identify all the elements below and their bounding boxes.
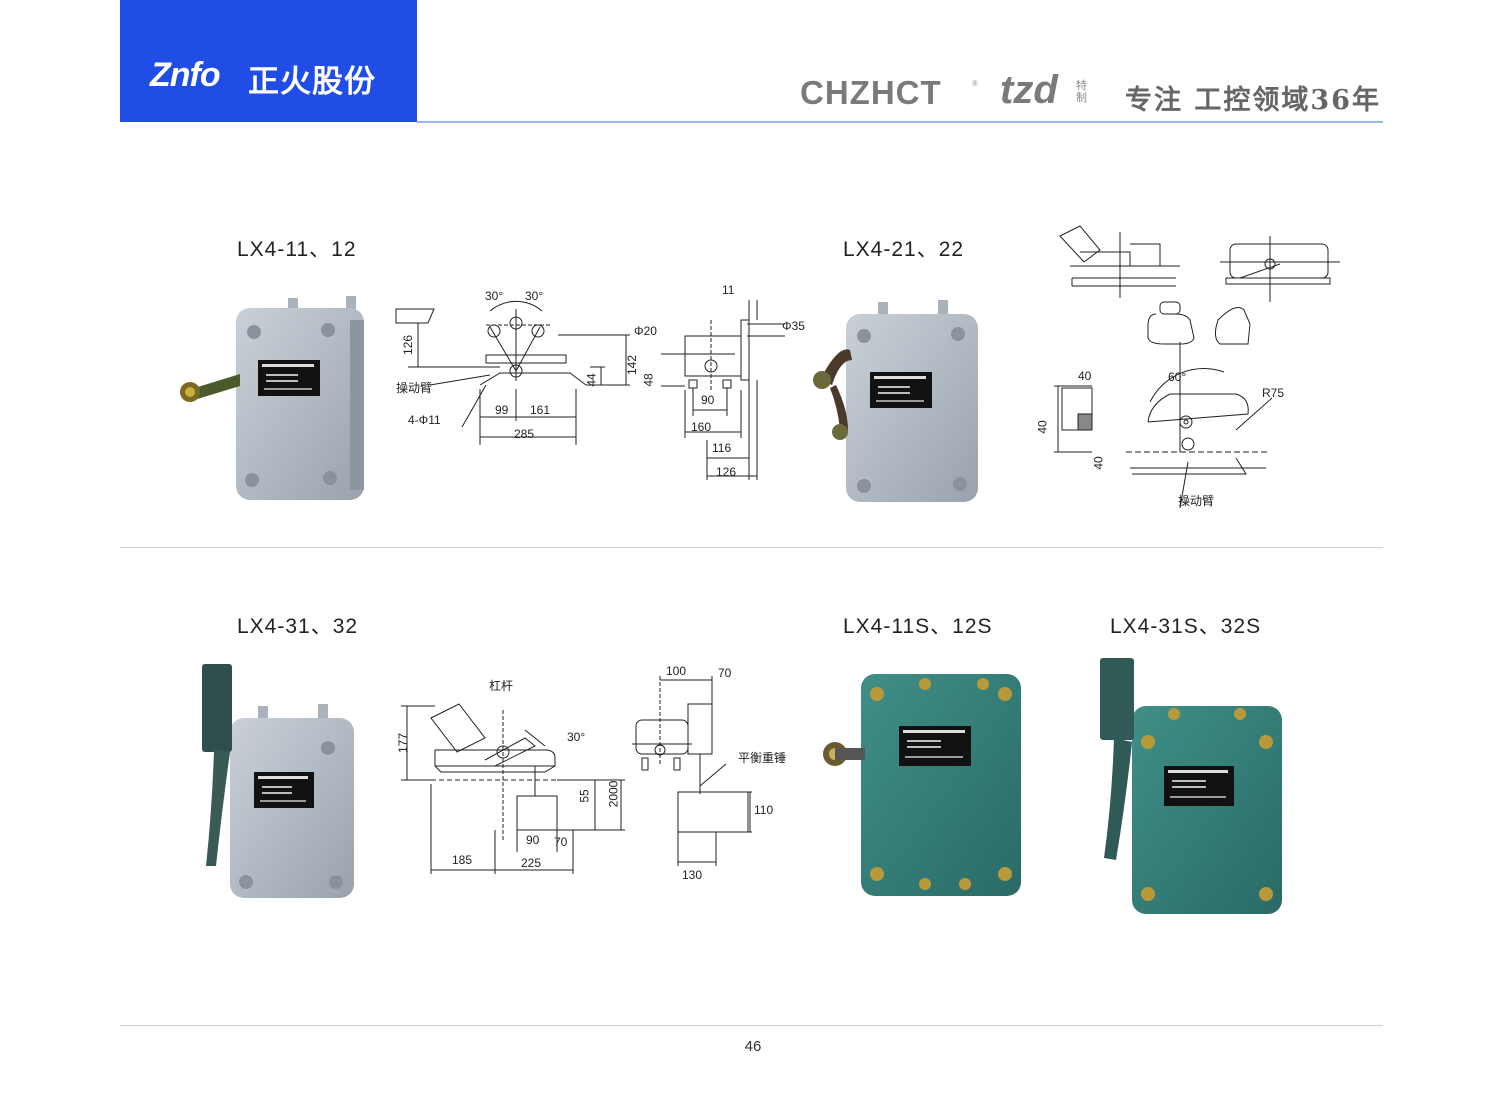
dimension-drawing-lx4-21	[1054, 225, 1340, 509]
dim-label: 30°	[567, 730, 586, 744]
dimension-drawing-lx4-11-side	[661, 300, 785, 480]
dim-label: 44	[584, 373, 599, 387]
dim-label: 4-Φ11	[408, 413, 441, 427]
model-title: LX4-21、22	[843, 238, 965, 261]
dimension-drawing-lx4-31-front	[401, 703, 625, 874]
header-divider	[417, 121, 1383, 123]
brand-banner	[120, 0, 417, 122]
dim-label: 30°	[485, 289, 504, 303]
lever-label: 杠杆	[489, 679, 514, 693]
dim-label: 40	[1078, 369, 1092, 383]
product-photo-lx4-11	[180, 296, 364, 500]
dim-label: 126	[716, 465, 737, 479]
trademark-mark: ®	[972, 79, 978, 88]
dim-label: 2000	[606, 780, 621, 808]
dim-label: 48	[641, 373, 656, 387]
dim-label: 99	[495, 403, 509, 417]
company-logo: CHZHCT	[800, 74, 942, 111]
dim-label: 30°	[525, 289, 544, 303]
dim-label: 285	[514, 427, 535, 441]
dim-label: Φ20	[634, 324, 657, 338]
dim-label: 90	[701, 393, 715, 407]
dim-label: 130	[682, 868, 703, 882]
dim-label: 126	[401, 334, 416, 356]
model-title: LX4-11、12	[237, 238, 357, 261]
dim-label: 40	[1091, 456, 1106, 470]
dim-label: 40	[1035, 420, 1050, 434]
dim-label: 185	[452, 853, 473, 867]
dim-label: 11	[722, 283, 735, 297]
dim-label: 90	[526, 833, 540, 847]
dim-label: 116	[712, 441, 732, 455]
dim-label: 100	[666, 664, 687, 678]
brand-name: 正火股份	[248, 64, 376, 99]
dim-label: 110	[754, 803, 774, 817]
arm-label: 操动臂	[396, 381, 433, 395]
sub-brand-logo: tzd	[1000, 68, 1058, 112]
brand-logo: Znfo	[150, 56, 221, 94]
dimension-drawing-lx4-31-side	[632, 676, 752, 866]
section-divider	[120, 547, 1383, 548]
arm-label: 操动臂	[1178, 494, 1215, 508]
dim-label: 160	[691, 420, 712, 434]
footer-divider	[120, 1025, 1383, 1026]
dim-label: 142	[625, 354, 640, 376]
weight-label: 平衡重锤	[738, 751, 787, 765]
dim-label: Φ35	[782, 319, 805, 333]
product-photo-lx4-31	[202, 664, 354, 898]
dim-label: 177	[396, 732, 411, 754]
sub-brand-mark: 特制	[1076, 80, 1087, 104]
dim-label: 225	[521, 856, 542, 870]
model-title: LX4-11S、12S	[843, 615, 993, 638]
product-photo-lx4-11s	[823, 674, 1021, 896]
dim-label: R75	[1262, 386, 1285, 400]
dim-label: 161	[530, 403, 551, 417]
dim-label: 60°	[1168, 370, 1187, 384]
dim-label: 70	[718, 666, 732, 680]
page-number: 46	[744, 1038, 762, 1055]
model-title: LX4-31S、32S	[1110, 615, 1262, 638]
slogan: 专注 工控领域36年	[1125, 85, 1381, 116]
dim-label: 70	[554, 835, 568, 849]
product-photo-lx4-21	[813, 300, 978, 502]
model-title: LX4-31、32	[237, 615, 359, 638]
dim-label: 55	[577, 789, 592, 803]
dimension-drawing-lx4-11-front	[395, 300, 630, 445]
product-photo-lx4-31s	[1100, 658, 1282, 914]
